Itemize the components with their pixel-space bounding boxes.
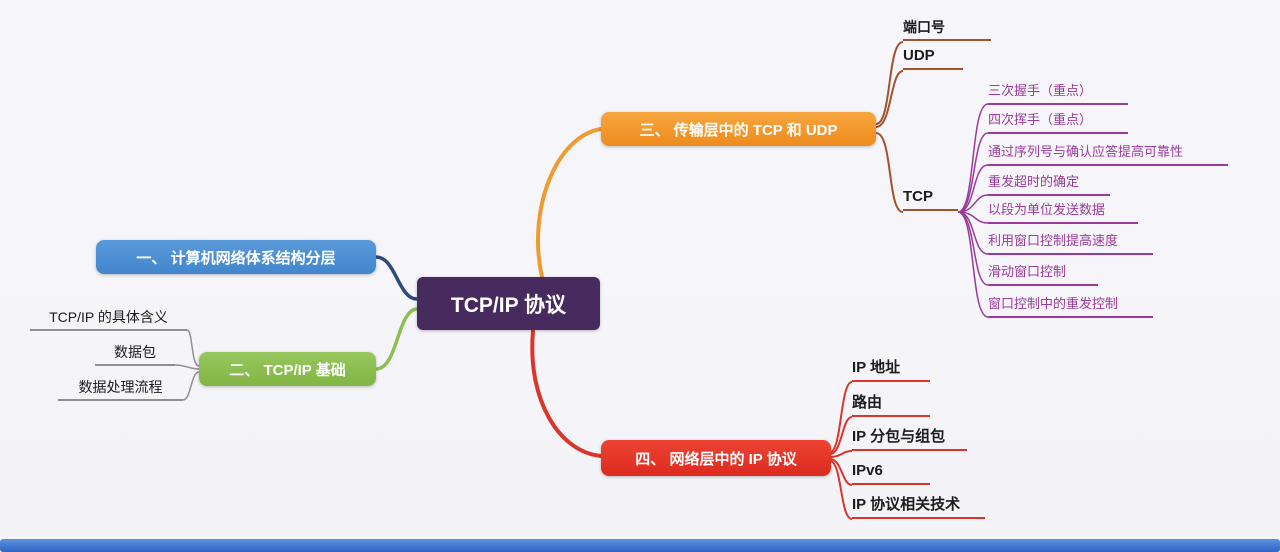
branch-layering[interactable]: 一、 计算机网络体系结构分层 — [96, 240, 376, 274]
wire-tcp-child-0 — [957, 103, 989, 213]
topic-three-way-handshake[interactable]: 三次握手（重点） — [988, 82, 1128, 105]
topic-port-number[interactable]: 端口号 — [903, 18, 991, 41]
topic-ip-related-technologies[interactable]: IP 协议相关技术 — [852, 495, 985, 519]
wire-tcp-child-6 — [957, 211, 989, 286]
bottom-accent-bar — [0, 539, 1280, 552]
topic-window-retransmission-control[interactable]: 窗口控制中的重发控制 — [988, 295, 1153, 318]
wire-central-to-layering — [374, 255, 419, 301]
wire-basics-child-1 — [174, 364, 200, 370]
wire-network-child-0 — [829, 381, 853, 453]
wire-transport-to-port — [875, 41, 904, 125]
wire-central-to-basics — [374, 307, 419, 371]
branch-transport[interactable]: 三、 传输层中的 TCP 和 UDP — [601, 112, 876, 146]
wire-tcp-child-5 — [957, 211, 989, 255]
topic-ip-address[interactable]: IP 地址 — [852, 358, 930, 382]
topic-ipv6[interactable]: IPv6 — [852, 461, 930, 485]
topic-four-way-teardown[interactable]: 四次挥手（重点） — [988, 111, 1128, 134]
wire-basics-child-0 — [186, 329, 200, 367]
branch-network[interactable]: 四、 网络层中的 IP 协议 — [601, 440, 831, 476]
topic-seq-ack-reliability[interactable]: 通过序列号与确认应答提高可靠性 — [988, 143, 1228, 166]
topic-ip-fragmentation[interactable]: IP 分包与组包 — [852, 427, 967, 451]
wire-tcp-child-1 — [957, 132, 989, 213]
wire-network-child-4 — [829, 460, 853, 520]
topic-segment-based-sending[interactable]: 以段为单位发送数据 — [988, 201, 1138, 224]
wire-tcp-child-2 — [957, 164, 989, 213]
topic-packet[interactable]: 数据包 — [95, 343, 175, 366]
wire-transport-to-tcp — [875, 132, 904, 213]
wire-network-child-1 — [829, 416, 853, 455]
topic-retransmission-timeout[interactable]: 重发超时的确定 — [988, 173, 1110, 196]
wire-basics-child-2 — [182, 371, 200, 401]
topic-routing[interactable]: 路由 — [852, 393, 930, 417]
wire-tcp-child-4 — [957, 211, 989, 224]
wire-tcp-child-7 — [957, 211, 989, 318]
wire-network-child-3 — [829, 458, 853, 486]
topic-window-control-speed[interactable]: 利用窗口控制提高速度 — [988, 232, 1153, 255]
central-topic[interactable]: TCP/IP 协议 — [417, 277, 600, 330]
wire-transport-to-udp — [875, 70, 904, 128]
branch-basics[interactable]: 二、 TCP/IP 基础 — [199, 352, 376, 386]
topic-tcp[interactable]: TCP — [903, 188, 958, 211]
wire-tcp-child-3 — [957, 194, 989, 213]
topic-udp[interactable]: UDP — [903, 47, 963, 70]
wire-network-child-2 — [829, 450, 853, 458]
topic-sliding-window[interactable]: 滑动窗口控制 — [988, 263, 1098, 286]
topic-tcpip-meaning[interactable]: TCP/IP 的具体含义 — [30, 308, 187, 331]
wire-central-to-network — [530, 329, 603, 458]
wire-central-to-transport — [536, 127, 603, 279]
topic-data-processing-flow[interactable]: 数据处理流程 — [58, 378, 183, 401]
